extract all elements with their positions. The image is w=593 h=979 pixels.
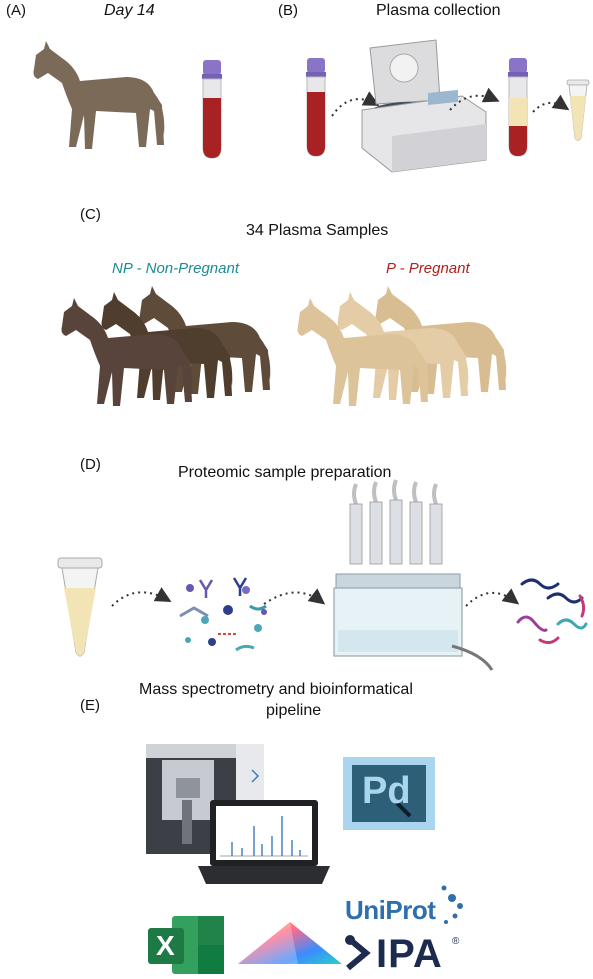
peptides-icon [516, 578, 588, 645]
pregnant-horse-group [297, 286, 507, 406]
non-pregnant-horse-group [61, 286, 271, 406]
panel-title-d: Proteomic sample preparation [178, 464, 392, 481]
excel-logo-text: X [156, 930, 175, 961]
centrifuge-icon [361, 39, 487, 173]
panel-label-e: (E) [80, 697, 100, 714]
panel-title-c: 34 Plasma Samples [246, 222, 389, 239]
panel-label-c: (C) [80, 206, 101, 223]
group-label-non-pregnant: NP - Non-Pregnant [112, 260, 240, 277]
ipa-registered-mark: ® [452, 936, 460, 947]
protein-mixture-icon [179, 577, 267, 652]
eppendorf-tube-icon [57, 557, 103, 657]
flow-arrow [263, 588, 326, 605]
flow-arrow [449, 87, 500, 111]
eppendorf-tube-icon [566, 79, 590, 141]
prism-logo [238, 922, 342, 964]
panel-label-d: (D) [80, 456, 101, 473]
blood-tube-icon [201, 59, 223, 159]
blood-tube-icon [305, 57, 327, 157]
separated-tube-icon [507, 57, 529, 157]
panel-title-e-line2: pipeline [266, 702, 322, 719]
panel-title-e-line1: Mass spectrometry and bioinformatical [139, 681, 413, 698]
horse-icon [33, 41, 165, 149]
flow-arrow [111, 587, 172, 607]
vacuum-manifold-icon [333, 479, 494, 671]
uniprot-logo-dots-icon [441, 885, 463, 924]
laptop-icon [198, 800, 330, 884]
panel-title-b: Plasma collection [376, 2, 501, 19]
proteome-discoverer-text: Pd [362, 770, 411, 812]
group-label-pregnant: P - Pregnant [386, 260, 470, 277]
panel-label-b: (B) [278, 2, 298, 19]
excel-logo [148, 916, 224, 974]
panel-label-a: (A) [6, 2, 26, 19]
proteome-discoverer-logo [343, 757, 435, 830]
ipa-logo-text: IPA [376, 932, 443, 976]
panel-title-a: Day 14 [104, 2, 155, 19]
uniprot-logo-text: UniProt [345, 895, 436, 925]
flow-arrow [532, 94, 570, 113]
flow-arrow [465, 588, 520, 607]
ipa-arrow-icon [345, 935, 371, 971]
